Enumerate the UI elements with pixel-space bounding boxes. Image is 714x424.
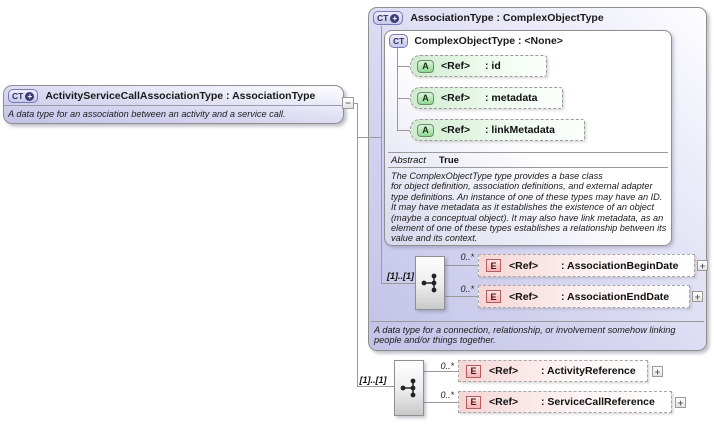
connector-servicecall-ref <box>424 402 458 403</box>
element-icon: E <box>486 290 501 303</box>
attribute-name: : linkMetadata <box>485 124 556 136</box>
attribute-ref: <Ref> <box>441 124 471 136</box>
sequence-icon <box>421 273 437 293</box>
type-title: AssociationType : ComplexObjectType <box>410 12 604 24</box>
occurs-label: 0..* <box>440 361 454 371</box>
complex-object-type-header: CT ComplexObjectType : <None> <box>389 34 563 48</box>
abstract-separator-top <box>388 152 668 153</box>
attribute-name: : id <box>485 60 501 72</box>
attribute-icon: A <box>417 123 434 137</box>
connector-assoc-trunk <box>381 26 382 284</box>
attribute-icon: A <box>417 91 434 105</box>
attribute-ref: <Ref> <box>441 60 471 72</box>
connector-attr-id <box>397 66 410 67</box>
abstract-value: True <box>438 155 459 166</box>
connector-end-date <box>445 296 478 297</box>
element-icon: E <box>486 259 501 272</box>
expand-button[interactable]: + <box>652 366 663 377</box>
complex-type-plus-icon: CT+ <box>8 89 39 103</box>
sequence-cardinality: [1]..[1] <box>359 375 387 385</box>
attribute-linkmetadata[interactable]: A <Ref> : linkMetadata <box>410 119 585 141</box>
element-association-end-date[interactable]: E <Ref> : AssociationEndDate <box>478 285 690 308</box>
complex-type-plus-icon: CT+ <box>373 11 404 25</box>
element-ref: <Ref> <box>489 365 519 377</box>
element-icon: E <box>466 395 481 409</box>
connector-attr-trunk <box>397 47 398 131</box>
complex-type-icon: CT <box>389 34 409 48</box>
association-type-annotation: A data type for a connection, relationsh… <box>374 325 676 346</box>
sequence-icon <box>400 378 416 398</box>
element-name: : AssociationEndDate <box>561 290 670 303</box>
attribute-name: : metadata <box>485 92 538 104</box>
activity-servicecall-association-type-box[interactable] <box>3 85 344 124</box>
type-title: ActivityServiceCallAssociationType : Ass… <box>45 90 316 102</box>
connector-begin-date <box>445 265 478 266</box>
annotation-separator <box>371 321 704 322</box>
occurs-label: 0..* <box>460 284 474 294</box>
expand-button[interactable]: + <box>692 291 703 302</box>
connector-main-trunk <box>357 103 358 387</box>
plus-badge-icon: + <box>25 91 35 101</box>
connector-activity-ref <box>424 371 458 372</box>
connector-to-sequence-1 <box>381 283 415 284</box>
connector-attr-linkmetadata <box>397 130 410 131</box>
abstract-separator-bottom <box>388 167 668 168</box>
header-separator <box>4 105 343 106</box>
type-title: ComplexObjectType : <None> <box>414 35 563 47</box>
element-ref: <Ref> <box>509 259 539 272</box>
attribute-metadata[interactable]: A <Ref> : metadata <box>410 87 563 109</box>
sequence-compositor <box>394 360 424 416</box>
plus-badge-icon: + <box>390 13 400 23</box>
association-type-header: CT+ AssociationType : ComplexObjectType <box>373 11 604 25</box>
abstract-row: Abstract True <box>391 155 459 166</box>
element-name: : ActivityReference <box>541 365 636 377</box>
occurs-label: 0..* <box>440 390 454 400</box>
activity-servicecall-association-type-header: CT+ ActivityServiceCallAssociationType :… <box>8 89 315 103</box>
abstract-label: Abstract <box>391 155 426 166</box>
element-activity-reference[interactable]: E <Ref> : ActivityReference <box>458 360 648 382</box>
connector-from-collapse <box>354 103 358 104</box>
connector-to-base-type <box>357 137 382 138</box>
sequence-cardinality: [1]..[1] <box>387 271 414 281</box>
sequence-compositor <box>415 256 445 310</box>
connector-to-sequence-2 <box>357 386 394 387</box>
connector-attr-metadata <box>397 98 410 99</box>
element-name: : AssociationBeginDate <box>561 259 679 272</box>
expand-button[interactable]: + <box>675 397 686 408</box>
attribute-icon: A <box>417 59 434 73</box>
collapse-button[interactable]: − <box>342 97 354 109</box>
attribute-ref: <Ref> <box>441 92 471 104</box>
attribute-id[interactable]: A <Ref> : id <box>410 55 547 77</box>
occurs-label: 0..* <box>460 252 474 262</box>
complex-object-type-annotation: The ComplexObjectType type provides a ba… <box>391 171 667 244</box>
element-ref: <Ref> <box>509 290 539 303</box>
expand-button[interactable]: + <box>697 260 708 271</box>
element-association-begin-date[interactable]: E <Ref> : AssociationBeginDate <box>478 254 695 277</box>
element-ref: <Ref> <box>489 396 519 408</box>
type-annotation: A data type for an association between a… <box>8 109 286 119</box>
element-name: : ServiceCallReference <box>541 396 655 408</box>
element-icon: E <box>466 364 481 378</box>
element-servicecall-reference[interactable]: E <Ref> : ServiceCallReference <box>458 391 672 413</box>
